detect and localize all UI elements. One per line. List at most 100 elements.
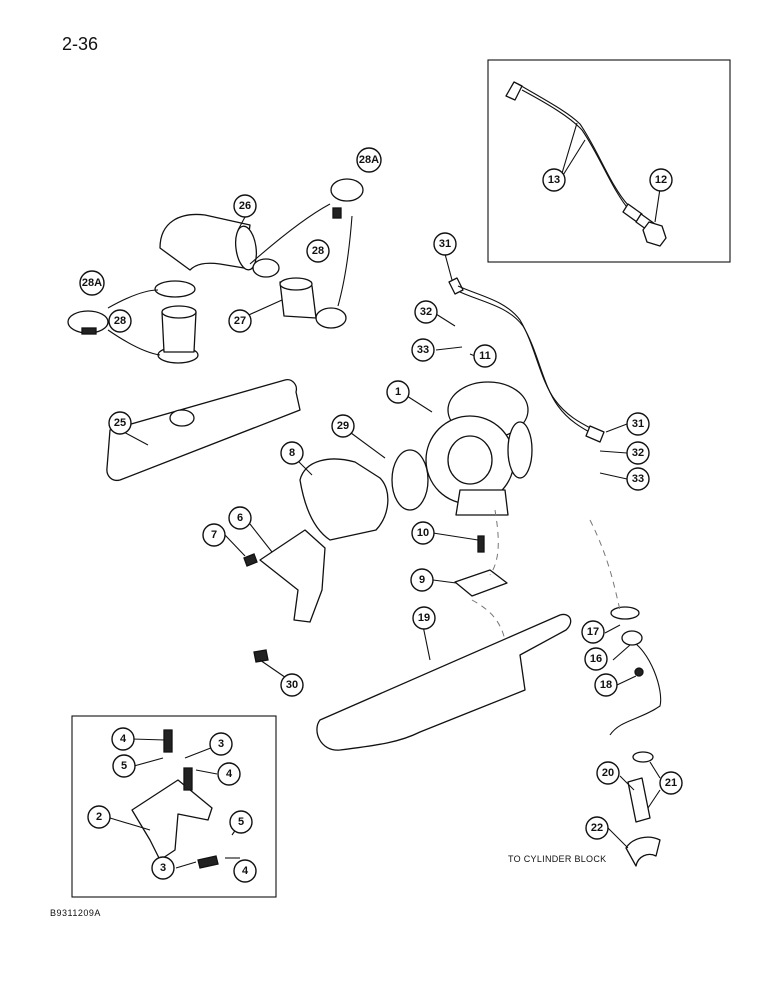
elbow-pipe-part	[159, 213, 258, 271]
flange-gasket-part	[621, 630, 643, 646]
hose-sleeve-parts	[161, 277, 317, 353]
svg-text:18: 18	[600, 679, 612, 691]
svg-text:4: 4	[120, 733, 127, 745]
hose-clamp-part	[632, 751, 654, 763]
svg-text:17: 17	[587, 626, 599, 638]
svg-text:2: 2	[96, 811, 102, 823]
exhaust-manifold-part	[316, 613, 572, 751]
svg-text:21: 21	[665, 777, 677, 789]
callout-3-upper: 3	[209, 732, 233, 756]
stud-part	[477, 535, 485, 553]
svg-text:16: 16	[590, 653, 602, 665]
svg-text:3: 3	[160, 862, 166, 874]
callout-33-left: 33	[411, 338, 435, 362]
svg-text:5: 5	[238, 816, 244, 828]
callout-8: 8	[280, 441, 304, 465]
svg-text:4: 4	[242, 865, 249, 877]
inset-capscrew-lower	[197, 855, 219, 869]
callout-31-top: 31	[433, 232, 457, 256]
svg-text:28A: 28A	[82, 277, 102, 289]
drain-elbow-part	[625, 836, 661, 867]
flange-part	[610, 606, 640, 620]
svg-text:6: 6	[237, 512, 243, 524]
callout-28A-top: 28A	[356, 147, 382, 173]
callout-5-left: 5	[112, 754, 136, 778]
bracket-bolt-part	[243, 553, 258, 567]
manifold-port	[169, 409, 195, 427]
callout-4-top: 4	[111, 727, 135, 751]
drain-hose-part	[627, 777, 651, 823]
callout-26: 26	[233, 194, 257, 218]
callout-10: 10	[411, 521, 435, 545]
svg-text:26: 26	[239, 200, 251, 212]
inset-capscrew-upper	[163, 729, 173, 753]
svg-text:22: 22	[591, 822, 603, 834]
svg-text:10: 10	[417, 527, 429, 539]
callout-31-right: 31	[626, 412, 650, 436]
svg-text:30: 30	[286, 679, 298, 691]
svg-text:12: 12	[655, 174, 667, 186]
capscrew-part	[634, 667, 644, 677]
callout-27: 27	[228, 309, 252, 333]
callout-6: 6	[228, 506, 252, 530]
svg-text:33: 33	[417, 344, 429, 356]
callout-3-lower: 3	[151, 856, 175, 880]
callout-4-middle: 4	[217, 762, 241, 786]
svg-text:28A: 28A	[359, 154, 379, 166]
svg-text:3: 3	[218, 738, 224, 750]
svg-text:33: 33	[632, 473, 644, 485]
svg-text:11: 11	[479, 350, 491, 362]
svg-text:19: 19	[418, 612, 430, 624]
oil-line-fitting	[642, 221, 667, 247]
callout-16: 16	[584, 647, 608, 671]
callout-21: 21	[659, 771, 683, 795]
svg-text:4: 4	[226, 768, 233, 780]
callout-32-right: 32	[626, 441, 650, 465]
svg-text:28: 28	[114, 315, 126, 327]
callout-4-bottom: 4	[233, 859, 257, 883]
callout-1: 1	[386, 380, 410, 404]
callout-18: 18	[594, 673, 618, 697]
svg-text:20: 20	[602, 767, 614, 779]
svg-text:8: 8	[289, 447, 295, 459]
callout-19: 19	[412, 606, 436, 630]
svg-text:1: 1	[395, 386, 401, 398]
svg-text:32: 32	[632, 447, 644, 459]
inset-bracket-part	[131, 779, 213, 861]
callout-5-right: 5	[229, 810, 253, 834]
callout-12: 12	[649, 168, 673, 192]
gasket-part	[454, 569, 508, 597]
leader-arcs	[107, 203, 353, 356]
svg-text:31: 31	[439, 238, 451, 250]
callout-13: 13	[542, 168, 566, 192]
intake-manifold-part	[106, 379, 301, 482]
callout-30: 30	[280, 673, 304, 697]
svg-text:32: 32	[420, 306, 432, 318]
svg-text:25: 25	[114, 417, 126, 429]
svg-text:27: 27	[234, 315, 246, 327]
clamp-parts	[67, 178, 364, 364]
callout-22: 22	[585, 816, 609, 840]
figure-code: B9311209A	[50, 908, 101, 918]
svg-text:5: 5	[121, 760, 127, 772]
callout-28-right: 28	[306, 239, 330, 263]
v-band-clamp-part	[391, 449, 429, 511]
callout-9: 9	[410, 568, 434, 592]
callout-33-right: 33	[626, 467, 650, 491]
callout-28-left: 28	[108, 309, 132, 333]
callout-25: 25	[108, 411, 132, 435]
callout-29: 29	[331, 414, 355, 438]
inset-capscrew-middle	[183, 767, 193, 791]
callout-7: 7	[202, 523, 226, 547]
bracket-inset-frame	[71, 715, 277, 898]
destination-label: TO CYLINDER BLOCK	[508, 854, 607, 864]
exhaust-adapter-part	[299, 458, 389, 541]
small-fitting-part	[253, 649, 269, 663]
callout-28A-left: 28A	[79, 270, 105, 296]
turbo-oil-supply-line	[505, 81, 656, 233]
callout-11: 11	[473, 344, 497, 368]
svg-text:9: 9	[419, 574, 425, 586]
dashed-guide-lines	[471, 509, 621, 641]
